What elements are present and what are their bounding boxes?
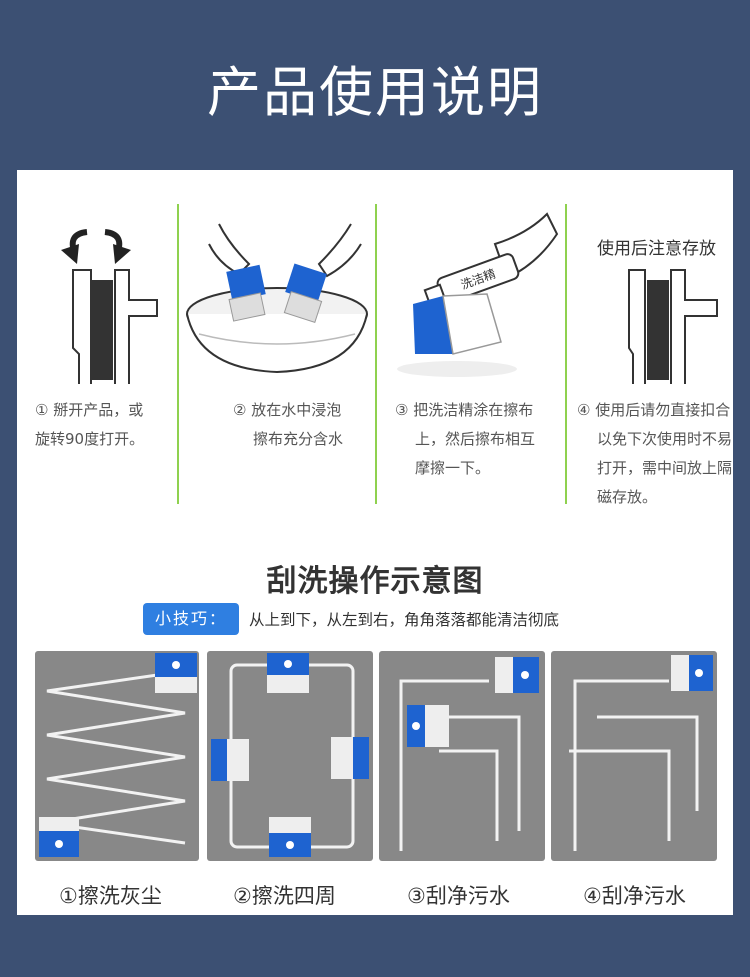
tip-badge: 小技巧：	[143, 603, 240, 635]
step-3: 洗洁精 ③ 把洗洁精涂在擦布 上，然后擦布相互 摩擦一下。	[377, 204, 565, 504]
demo-label-4: ④刮净污水	[583, 884, 686, 908]
window-cleaner-icon	[331, 737, 369, 779]
window-cleaner-icon	[211, 739, 249, 781]
step-2-text: ② 放在水中浸泡 擦布充分含水	[233, 401, 344, 448]
step-4-text: ④ 使用后请勿直接扣合 以免下次使用时不易 打开，需中间放上隔 磁存放。	[577, 401, 733, 506]
content-panel: ① 掰开产品，或 旋转90度打开。 ② 放在水中浸泡	[17, 170, 733, 915]
demo-panel-4	[551, 651, 717, 861]
step-4: 使用后注意存放 ④ 使用后请勿直接扣合 以免下次使用时不易 打开，需中间放上隔 …	[567, 204, 733, 506]
demo-label-2: ②擦洗四周	[233, 884, 336, 908]
soak-in-water-illustration	[186, 223, 368, 374]
tip-text: 从上到下，从左到右，角角落落都能清洁彻底	[249, 611, 560, 629]
window-cleaner-icon	[267, 653, 309, 693]
window-cleaner-icon	[155, 653, 197, 693]
window-cleaner-icon	[407, 705, 449, 747]
demo-panel-3	[379, 651, 545, 861]
window-cleaner-icon	[39, 817, 79, 857]
window-cleaner-icon	[671, 655, 713, 691]
window-cleaner-icon	[495, 657, 539, 693]
demo-panel-2	[207, 651, 373, 861]
step-1-text: ① 掰开产品，或 旋转90度打开。	[35, 401, 145, 448]
zigzag-path-illustration	[39, 653, 197, 857]
step-divider	[565, 204, 567, 504]
demo-panel-1	[35, 651, 199, 861]
squeegee-path-illustration	[399, 657, 539, 851]
scrape-section-title: 刮洗操作示意图	[266, 564, 484, 599]
step-divider	[177, 204, 179, 504]
demo-label-1: ①擦洗灰尘	[59, 884, 162, 908]
step-divider	[375, 204, 377, 504]
tip-row: 小技巧： 从上到下，从左到右，角角落落都能清洁彻底	[143, 603, 559, 635]
storage-note-caption: 使用后注意存放	[597, 239, 716, 259]
step-3-text: ③ 把洗洁精涂在擦布 上，然后擦布相互 摩擦一下。	[395, 401, 536, 477]
apply-detergent-illustration: 洗洁精	[397, 212, 559, 377]
demo-label-3: ③刮净污水	[407, 884, 510, 908]
step-2: ② 放在水中浸泡 擦布充分含水	[179, 204, 375, 504]
open-device-illustration	[61, 229, 158, 391]
perimeter-path-illustration	[211, 653, 369, 857]
page-title: 产品使用说明	[207, 61, 543, 124]
storage-illustration	[628, 269, 718, 391]
step-1: ① 掰开产品，或 旋转90度打开。	[17, 204, 177, 504]
steps-section: ① 掰开产品，或 旋转90度打开。 ② 放在水中浸泡	[17, 204, 733, 506]
squeegee-path-illustration	[569, 655, 713, 851]
window-cleaner-icon	[269, 817, 311, 857]
